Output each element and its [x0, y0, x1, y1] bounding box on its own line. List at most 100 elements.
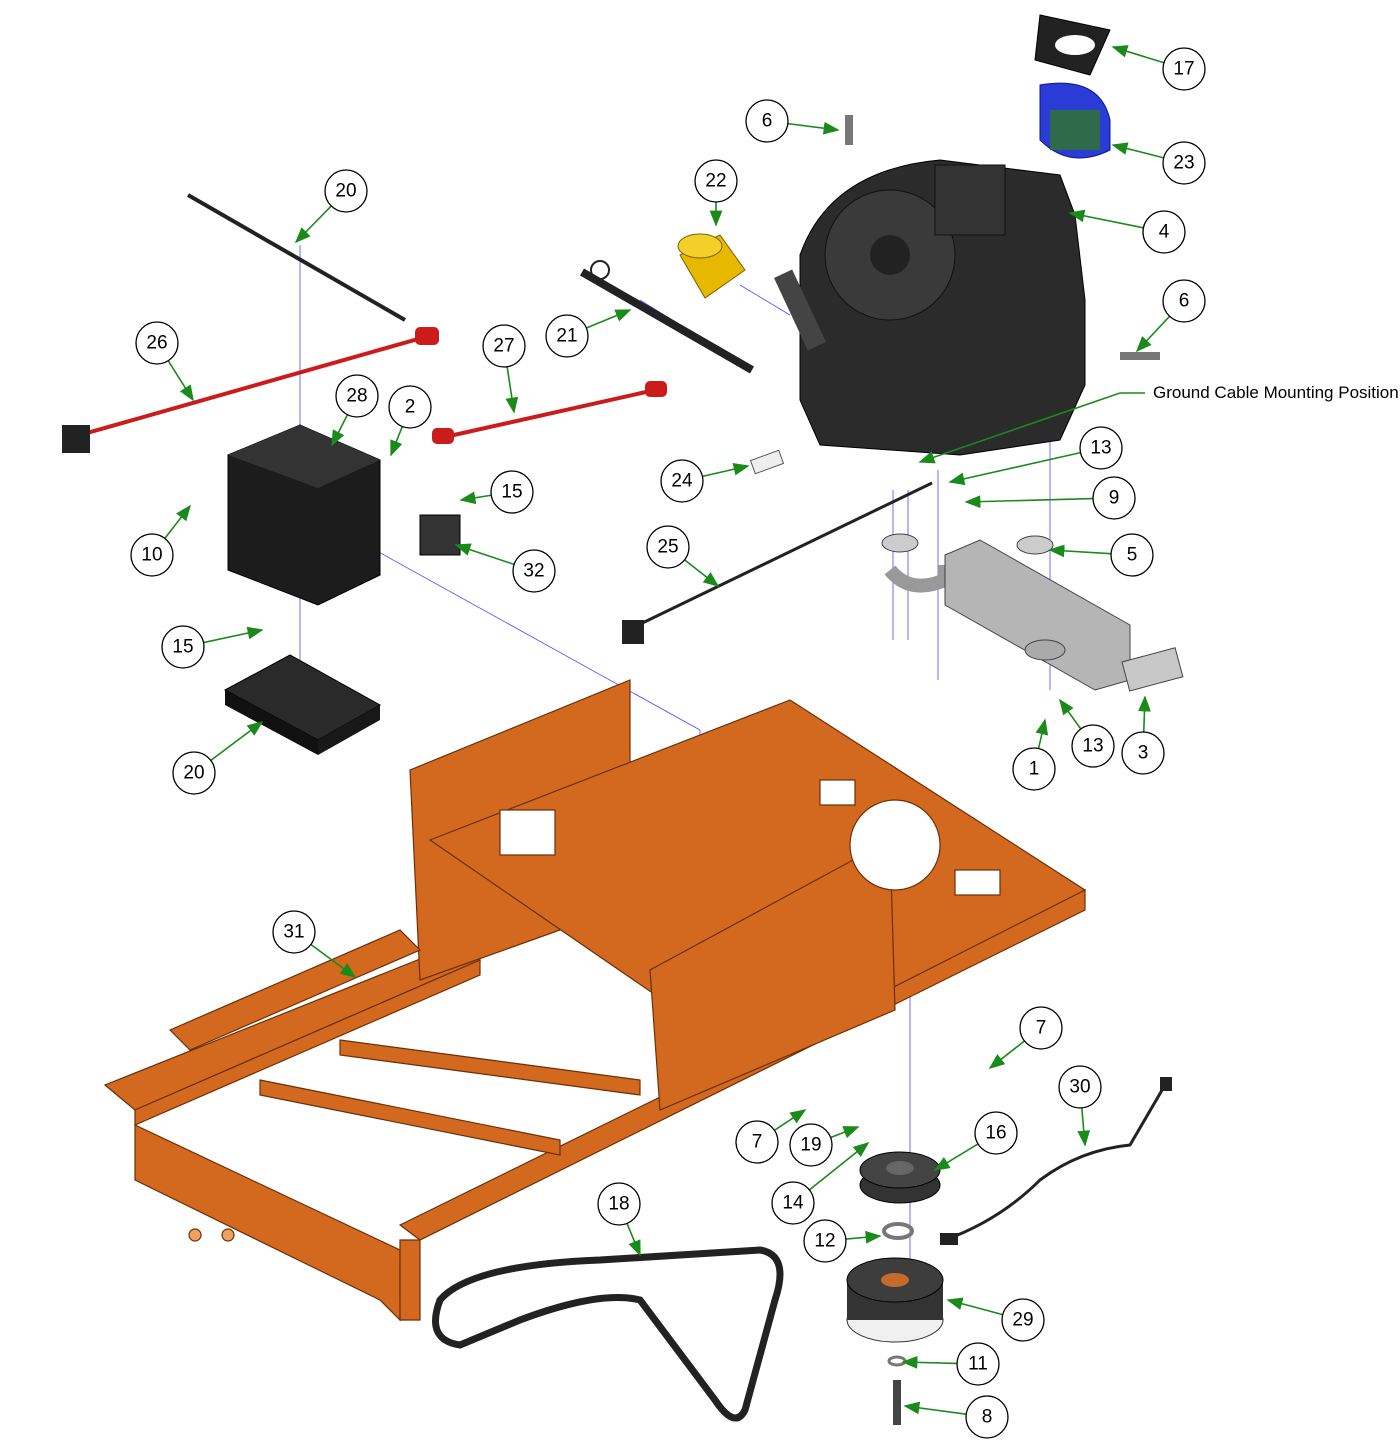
callout-23: 23	[1111, 141, 1206, 185]
callout-number: 2	[405, 397, 416, 418]
leader-arrow	[626, 1223, 641, 1257]
callout-5: 5	[1048, 533, 1154, 577]
callout-number: 9	[1109, 488, 1120, 509]
exhaust-gasket	[881, 533, 1054, 555]
callout-circle	[161, 625, 205, 669]
electric-clutch	[846, 1257, 944, 1343]
callout-circle	[974, 1111, 1018, 1155]
ground-cable-note-text: Ground Cable Mounting Position	[1153, 383, 1399, 402]
callout-circle	[771, 1181, 815, 1225]
leader-arrow	[787, 121, 840, 135]
callout-circle	[694, 159, 738, 203]
engine	[774, 159, 1086, 456]
callout-circle	[1121, 731, 1165, 775]
callout-circle	[1012, 747, 1056, 791]
callout-20: 20	[294, 169, 368, 244]
leader-arrow	[684, 559, 720, 587]
leader-arrow	[454, 543, 515, 566]
battery-tray	[223, 654, 382, 755]
callout-circle	[789, 1123, 833, 1167]
leader-arrow	[901, 1355, 958, 1369]
leader-arrow	[167, 360, 194, 402]
clutch-bolt	[893, 1380, 901, 1425]
callout-28: 28	[331, 374, 379, 447]
muffler	[884, 539, 1184, 692]
callout-9: 9	[964, 476, 1136, 520]
callout-11: 11	[901, 1342, 1000, 1386]
leader-arrow	[459, 491, 492, 505]
callout-13: 13	[1059, 698, 1115, 768]
callout-circle	[1001, 1298, 1045, 1342]
leader-arrow	[1111, 142, 1164, 159]
callout-circle	[335, 374, 379, 418]
leader-arrow	[964, 495, 1094, 509]
callout-number: 15	[501, 482, 522, 503]
callout-number: 21	[556, 326, 577, 347]
callout-number: 8	[982, 1407, 993, 1428]
leader-arrow	[946, 1297, 1003, 1316]
callout-number: 24	[671, 471, 693, 492]
callout-15: 15	[161, 625, 264, 669]
callout-circle	[1071, 724, 1115, 768]
callout-10: 10	[130, 504, 191, 577]
callout-circle	[135, 321, 179, 365]
oil-filter	[677, 233, 746, 299]
callout-circle	[1079, 426, 1123, 470]
callout-8: 8	[903, 1395, 1009, 1439]
pto-pulley	[859, 1151, 941, 1204]
clutch-harness	[940, 1077, 1172, 1245]
callout-32: 32	[454, 543, 556, 593]
callout-circle	[482, 324, 526, 368]
callout-number: 15	[172, 637, 193, 658]
callout-number: 14	[782, 1193, 804, 1214]
callout-circle	[1142, 210, 1186, 254]
callout-number: 7	[752, 1132, 763, 1153]
callout-24: 24	[660, 459, 750, 503]
callout-7: 7	[988, 1006, 1063, 1069]
callout-number: 23	[1173, 153, 1194, 174]
leader-arrow	[331, 414, 349, 447]
leader-arrow	[988, 1040, 1025, 1069]
callout-circle	[1092, 476, 1136, 520]
callout-number: 6	[762, 111, 773, 132]
callout-circle	[388, 385, 432, 429]
callout-3: 3	[1121, 695, 1165, 775]
callout-circle	[1058, 1065, 1102, 1109]
callout-number: 6	[1179, 291, 1190, 312]
battery-cable-positive	[432, 381, 667, 444]
callout-2: 2	[388, 385, 432, 457]
leader-arrow	[310, 943, 357, 978]
callout-13: 13	[948, 426, 1123, 486]
callout-number: 20	[183, 763, 204, 784]
callout-circle	[545, 314, 589, 358]
callout-27: 27	[482, 324, 526, 414]
callout-26: 26	[135, 321, 194, 402]
callout-number: 12	[814, 1231, 835, 1252]
frame	[103, 679, 1087, 1322]
dipstick-tube	[580, 260, 754, 374]
callout-4: 4	[1068, 209, 1186, 254]
callout-6: 6	[745, 99, 840, 143]
callout-circle	[660, 459, 704, 503]
starter-solenoid	[419, 514, 461, 556]
leader-arrow	[390, 426, 404, 457]
callout-number: 4	[1159, 222, 1170, 243]
callout-number: 20	[335, 181, 356, 202]
callout-number: 11	[968, 1354, 988, 1375]
leader-arrow	[808, 1142, 870, 1191]
leader-arrow	[830, 1126, 860, 1139]
callout-number: 3	[1138, 743, 1149, 764]
callout-number: 16	[985, 1123, 1006, 1144]
leader-arrow	[1111, 45, 1165, 64]
leader-arrow	[164, 504, 191, 539]
callout-1: 1	[1012, 718, 1056, 791]
callout-30: 30	[1058, 1065, 1102, 1147]
callout-number: 10	[141, 545, 162, 566]
leader-arrow	[505, 366, 519, 414]
leader-arrow	[1035, 718, 1049, 749]
leader-arrow	[1068, 209, 1144, 229]
leader-arrow	[586, 309, 632, 329]
leader-arrow	[210, 721, 264, 762]
